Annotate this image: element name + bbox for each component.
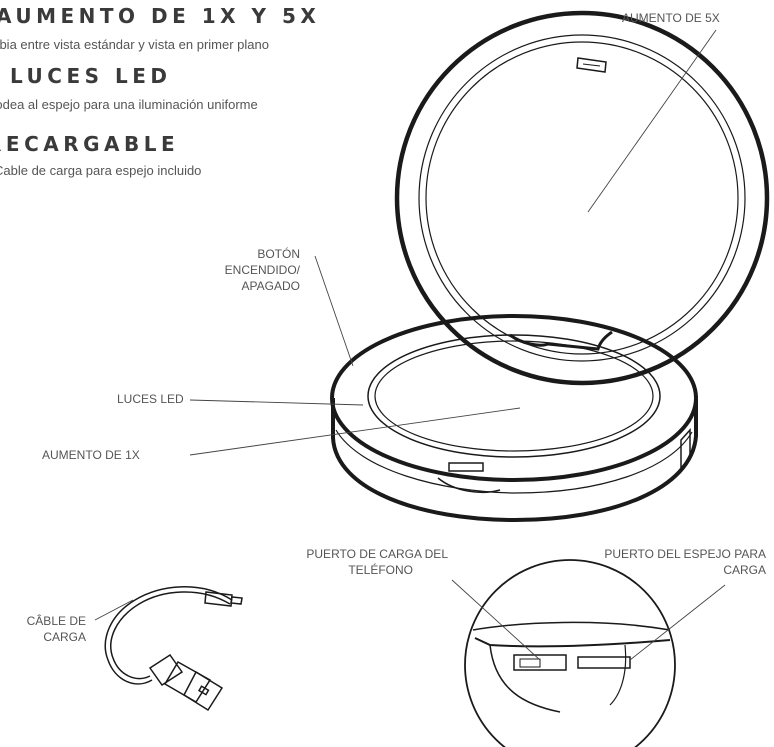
leader-5x bbox=[587, 29, 717, 213]
callout-boton-encendido: BOTÓN ENCENDIDO/ APAGADO bbox=[170, 246, 300, 294]
callout-puerto-telefono-line2: TELÉFONO bbox=[348, 563, 413, 577]
feature-title-rechargeable: RECARGABLE bbox=[0, 132, 180, 156]
callout-boton-line1: BOTÓN bbox=[257, 247, 300, 261]
feature-title-magnification: AUMENTO DE 1X Y 5X bbox=[0, 4, 321, 28]
feature-desc-magnification: Cambia entre vista estándar y vista en p… bbox=[0, 37, 269, 52]
callout-aumento-5x: AUMENTO DE 5X bbox=[622, 11, 720, 25]
leader-boton bbox=[314, 255, 354, 367]
callout-cable-line2: CARGA bbox=[43, 630, 86, 644]
leader-cable bbox=[94, 599, 134, 621]
base-bottom bbox=[331, 396, 698, 523]
callout-luces-led: LUCES LED bbox=[117, 392, 184, 406]
lid-outer bbox=[394, 10, 770, 386]
led-ring bbox=[367, 334, 661, 458]
lid-inner bbox=[418, 34, 746, 362]
mirror-5x bbox=[425, 41, 739, 355]
leader-1x bbox=[189, 407, 521, 456]
callout-cable: CÂBLE DE CARGA bbox=[10, 613, 86, 645]
callout-boton-line3: APAGADO bbox=[241, 279, 300, 293]
leader-led bbox=[189, 399, 364, 406]
mirror-1x bbox=[374, 340, 654, 452]
leader-mirror-port bbox=[629, 584, 726, 661]
leader-phone-port bbox=[451, 579, 541, 661]
callout-cable-line1: CÂBLE DE bbox=[26, 614, 86, 628]
front-port bbox=[448, 462, 484, 472]
charging-cable bbox=[104, 586, 243, 712]
callout-puerto-espejo-line1: PUERTO DEL ESPEJO PARA bbox=[604, 547, 766, 561]
callout-aumento-1x: AUMENTO DE 1X bbox=[42, 448, 140, 462]
port-zoom-circle bbox=[464, 559, 676, 747]
callout-puerto-telefono-line1: PUERTO DE CARGA DEL bbox=[306, 547, 448, 561]
lid-latch bbox=[576, 57, 607, 73]
callout-puerto-espejo: PUERTO DEL ESPEJO PARA CARGA bbox=[560, 546, 766, 578]
phone-port bbox=[513, 654, 567, 671]
side-port bbox=[680, 428, 691, 470]
feature-desc-rechargeable: Cable de carga para espejo incluido bbox=[0, 163, 202, 178]
callout-puerto-telefono: PUERTO DE CARGA DEL TELÉFONO bbox=[258, 546, 448, 578]
base-top bbox=[330, 314, 698, 482]
feature-title-led: LUCES LED bbox=[10, 64, 172, 88]
callout-boton-line2: ENCENDIDO/ bbox=[224, 263, 300, 277]
callout-puerto-espejo-line2: CARGA bbox=[723, 563, 766, 577]
mirror-port bbox=[577, 656, 631, 669]
feature-desc-led: Rodea al espejo para una iluminación uni… bbox=[0, 97, 258, 112]
